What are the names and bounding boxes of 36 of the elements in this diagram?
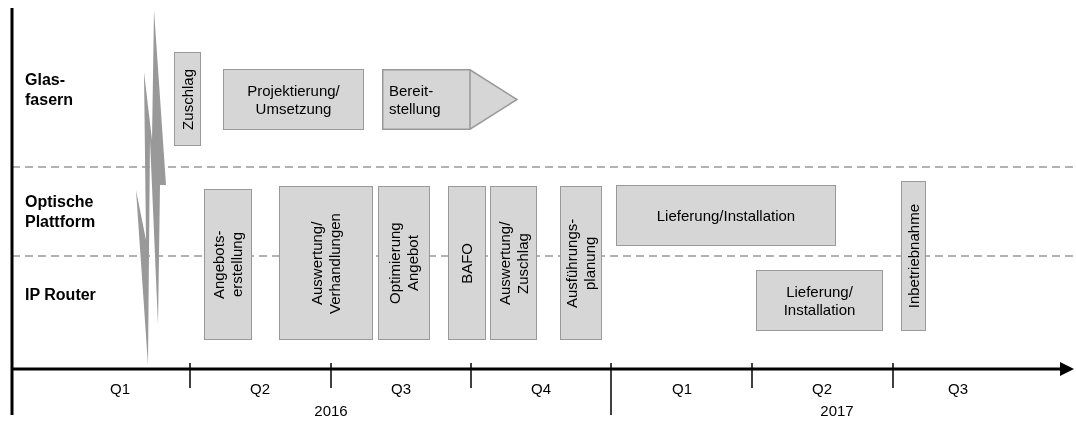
year-label: 2016 xyxy=(314,402,348,418)
quarter-label: Q3 xyxy=(391,380,411,396)
task-label: Lieferung/ Installation xyxy=(782,282,857,319)
task-label: Zuschlag xyxy=(178,68,197,130)
quarter-label: Q2 xyxy=(250,380,270,396)
row-label: IP Router xyxy=(25,285,97,305)
task-label: Projektierung/ Umsetzung xyxy=(246,81,341,118)
task-box xyxy=(279,186,373,340)
quarter-label: Q1 xyxy=(110,380,130,396)
year-label: 2017 xyxy=(820,402,854,418)
quarter-label: Q1 xyxy=(672,380,692,396)
task-box xyxy=(204,189,252,340)
quarter-label: Q2 xyxy=(812,380,832,396)
task-box xyxy=(378,186,430,340)
task-label: BAFO xyxy=(458,242,476,284)
quarter-label: Q4 xyxy=(531,380,551,396)
task-label: Inbetriebnahme xyxy=(904,203,923,309)
task-label: Bereit- stellung xyxy=(389,81,442,118)
row-label: Optische Plattform xyxy=(25,192,97,232)
task-label: Auswertung/ Zuschlag xyxy=(495,220,532,307)
quarter-label: Q3 xyxy=(948,380,968,396)
task-box xyxy=(616,185,836,246)
task-label: Optimierung Angebot xyxy=(386,221,422,306)
task-box xyxy=(490,186,537,340)
task-box xyxy=(756,270,883,331)
row-label: Glas- fasern xyxy=(25,70,75,110)
task-label: Lieferung/Installation xyxy=(656,206,796,225)
task-label: Auswertung/ Verhandlungen xyxy=(308,211,344,316)
task-box xyxy=(901,181,926,331)
arrow-shaped-box xyxy=(382,69,518,130)
task-box xyxy=(223,69,364,130)
task-label: Ausführungs- planung xyxy=(563,217,599,310)
task-box xyxy=(174,52,201,146)
task-box xyxy=(560,186,602,340)
task-box xyxy=(448,186,486,340)
task-label: Angebots- erstellung xyxy=(210,229,246,301)
